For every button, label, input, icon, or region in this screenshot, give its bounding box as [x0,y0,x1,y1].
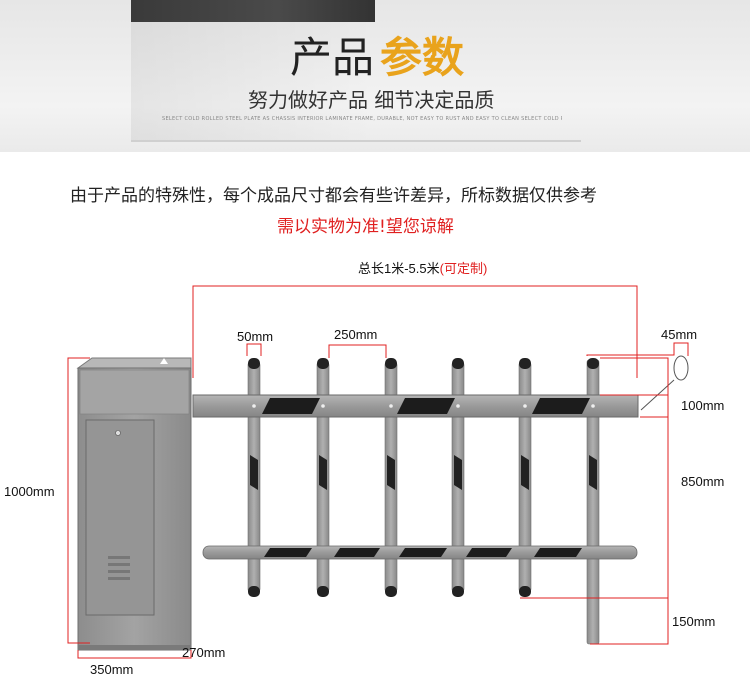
beam-height-label: 100mm [681,398,724,413]
page-title: 产品参数 [290,32,464,84]
banner-dark-strip [131,0,375,22]
disclaimer-warning: 需以实物为准!望您谅解 [277,217,454,237]
lower-boom-bar [202,545,638,560]
picket [586,358,600,645]
cabinet-height-dimension [67,357,90,644]
picket [247,358,261,597]
grid-height-dimension [520,357,669,599]
total-length-dimension [192,285,638,378]
picket [384,358,398,597]
title-accent-part: 参数 [380,33,465,82]
cabinet-depth-label: 270mm [182,645,225,660]
barrier-cabinet [76,357,192,651]
picket-spacing-label: 250mm [334,327,377,342]
customizable-note: (可定制) [440,261,488,276]
bottom-gap-label: 150mm [672,614,715,629]
fine-print: SELECT COLD ROLLED STEEL PLATE AS CHASSI… [162,116,562,122]
banner-divider [131,140,581,142]
picket-spacing-dimension [328,344,387,358]
tip-width-label: 45mm [661,327,697,342]
main-boom-arm [192,394,639,418]
banner-shadow [131,22,375,140]
bottom-gap-dimension [590,597,669,645]
cabinet-width-dimension [77,650,192,659]
fence-pickets [247,358,600,645]
title-black-part: 产品 [290,33,375,82]
total-length-label: 总长1米-5.5米(可定制) [358,261,487,276]
picket [451,358,465,597]
tip-dimension [586,342,689,411]
picket [518,358,532,597]
header-banner [0,0,750,152]
picket-width-dimension [246,343,262,356]
page-subtitle: 努力做好产品 细节决定品质 [248,88,495,112]
disclaimer-text: 由于产品的特殊性，每个成品尺寸都会有些许差异，所标数据仅供参考 [70,186,597,206]
picket-width-label: 50mm [237,329,273,344]
cabinet-width-label: 350mm [90,662,133,677]
picket [316,358,330,597]
cabinet-height-label: 1000mm [4,484,55,499]
grid-height-label: 850mm [681,474,724,489]
